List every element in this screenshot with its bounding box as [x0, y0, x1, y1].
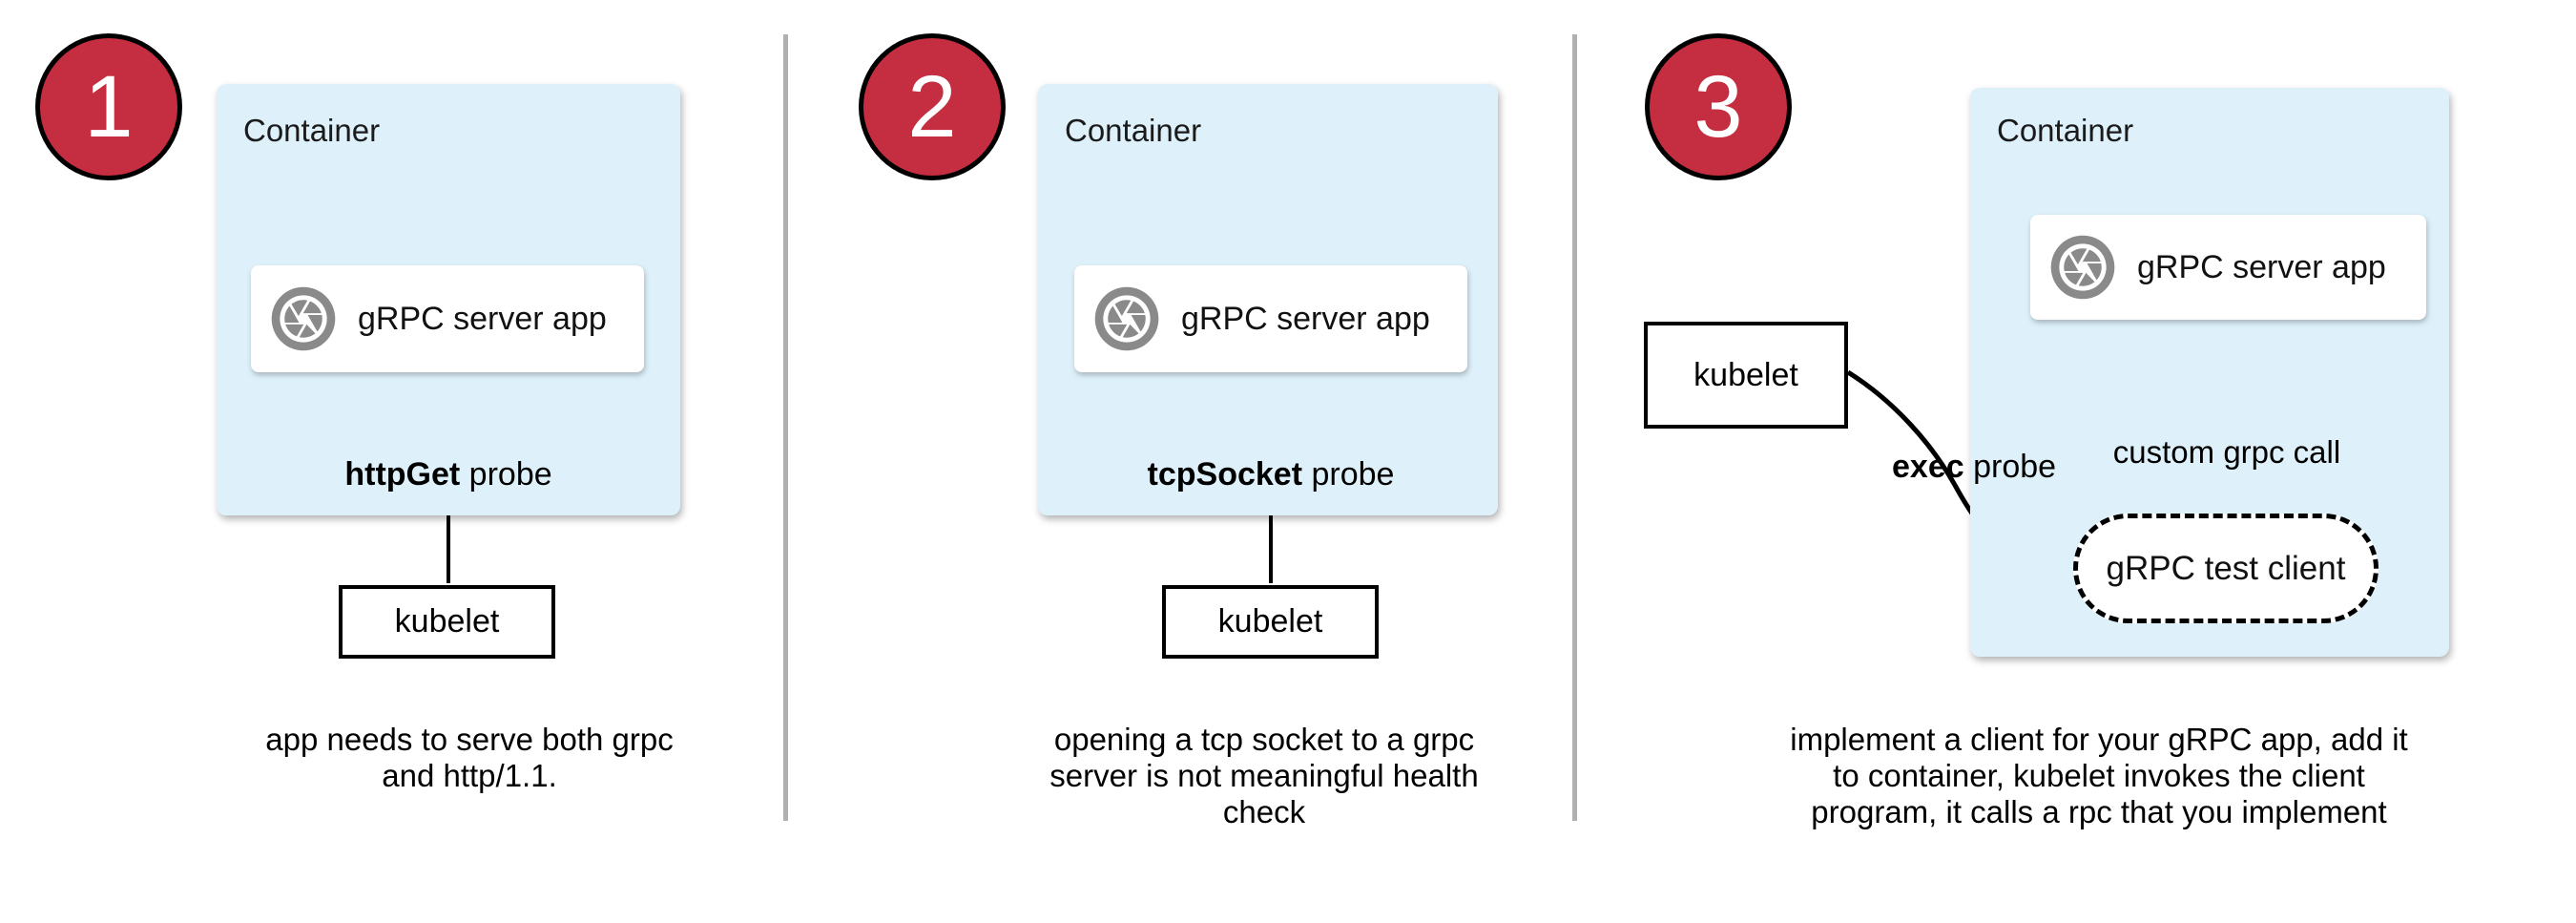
grpc-server-app-label: gRPC server app — [358, 300, 607, 337]
container-label-1: Container — [243, 113, 381, 148]
container-label-2: Container — [1065, 113, 1202, 148]
probe-type: tcpSocket — [1147, 456, 1303, 493]
probe-type: httpGet — [344, 456, 461, 493]
step-badge-2: 2 — [859, 33, 1006, 180]
step-number: 3 — [1693, 58, 1743, 156]
grpc-test-client-label: gRPC test client — [2106, 549, 2346, 587]
step-badge-1: 1 — [35, 33, 182, 180]
caption-line: check — [1222, 794, 1306, 829]
caption-line: implement a client for your gRPC app, ad… — [1790, 722, 2408, 757]
aperture-shutter-icon — [2050, 235, 2115, 300]
container-label-3: Container — [1997, 113, 2134, 148]
custom-grpc-call-label: custom grpc call — [2112, 434, 2341, 470]
panel-3-caption: implement a client for your gRPC app, ad… — [1717, 722, 2481, 830]
kubelet-box-2: kubelet — [1162, 585, 1379, 659]
grpc-server-app-label: gRPC server app — [2137, 248, 2386, 285]
aperture-shutter-icon — [271, 286, 336, 351]
caption-line: program, it calls a rpc that you impleme… — [1811, 794, 2387, 829]
probe-word: probe — [1963, 449, 2057, 485]
exec-probe-label: exec probe — [1892, 449, 2056, 486]
probe-word: probe — [1302, 456, 1395, 493]
kubelet-label: kubelet — [394, 603, 500, 640]
httpget-probe-label: httpGet probe — [344, 456, 551, 493]
panel-divider-1 — [783, 34, 788, 821]
grpc-server-app-label: gRPC server app — [1181, 300, 1430, 337]
caption-line: to container, kubelet invokes the client — [1833, 758, 2365, 793]
caption-line: app needs to serve both grpc — [265, 722, 674, 757]
kubelet-label: kubelet — [1217, 603, 1323, 640]
kubelet-label: kubelet — [1693, 356, 1798, 393]
grpc-server-app-box-1: gRPC server app — [251, 265, 644, 372]
aperture-shutter-icon — [1094, 286, 1159, 351]
panel-1-caption: app needs to serve both grpc and http/1.… — [88, 722, 851, 794]
step-badge-3: 3 — [1645, 33, 1792, 180]
caption-line: server is not meaningful health — [1049, 758, 1479, 793]
step-number: 2 — [907, 58, 957, 156]
grpc-server-app-box-3: gRPC server app — [2030, 215, 2426, 320]
step-number: 1 — [84, 58, 134, 156]
panel-divider-2 — [1572, 34, 1577, 821]
caption-line: and http/1.1. — [382, 758, 557, 793]
probe-word: probe — [460, 456, 552, 493]
grpc-server-app-box-2: gRPC server app — [1074, 265, 1467, 372]
grpc-test-client-box: gRPC test client — [2073, 514, 2379, 623]
caption-line: opening a tcp socket to a grpc — [1053, 722, 1475, 757]
panel-2-caption: opening a tcp socket to a grpc server is… — [883, 722, 1646, 830]
kubelet-box-3: kubelet — [1644, 322, 1848, 429]
probe-type: exec — [1892, 449, 1964, 485]
tcpsocket-probe-label: tcpSocket probe — [1148, 456, 1395, 493]
kubelet-box-1: kubelet — [339, 585, 555, 659]
